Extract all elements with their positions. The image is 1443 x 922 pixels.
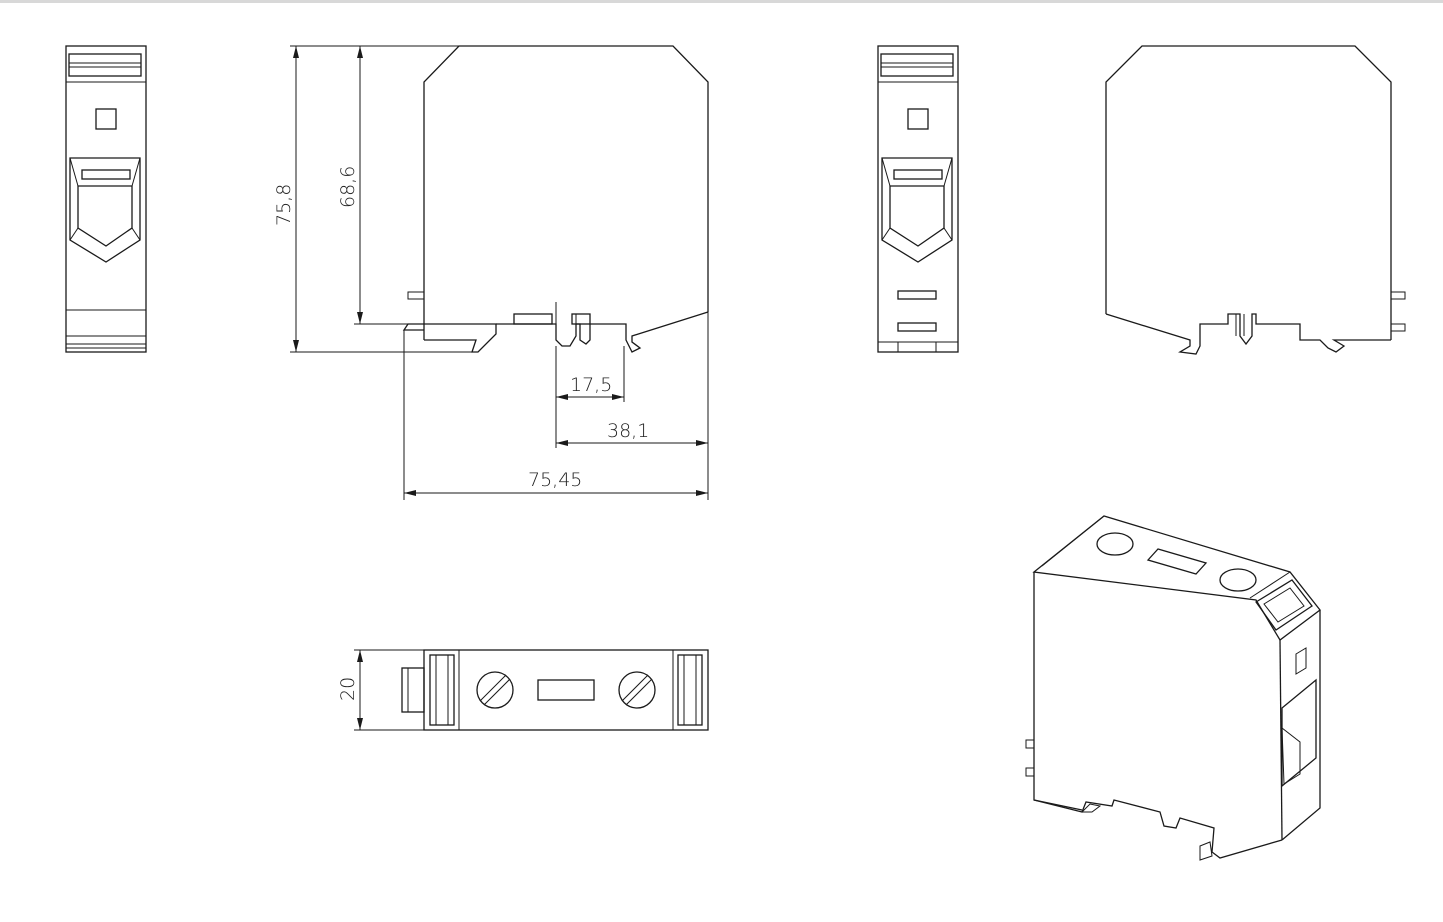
end-view-right <box>877 45 959 353</box>
dim-rail-offset: 17,5 <box>570 374 612 396</box>
dim-body-height: 68,6 <box>337 166 359 208</box>
dim-overall-width: 75,45 <box>528 469 582 491</box>
rear-view <box>1105 45 1406 355</box>
dim-thickness: 20 <box>337 677 359 701</box>
top-view: 20 <box>337 649 709 731</box>
end-view-left <box>65 45 147 353</box>
isometric-view <box>1025 515 1321 861</box>
window-top-edge <box>0 0 1443 3</box>
side-view: 75,8 68,6 17,5 38,1 75,45 <box>273 45 709 500</box>
dim-half-width: 38,1 <box>607 420 649 442</box>
dim-overall-height: 75,8 <box>273 184 295 226</box>
